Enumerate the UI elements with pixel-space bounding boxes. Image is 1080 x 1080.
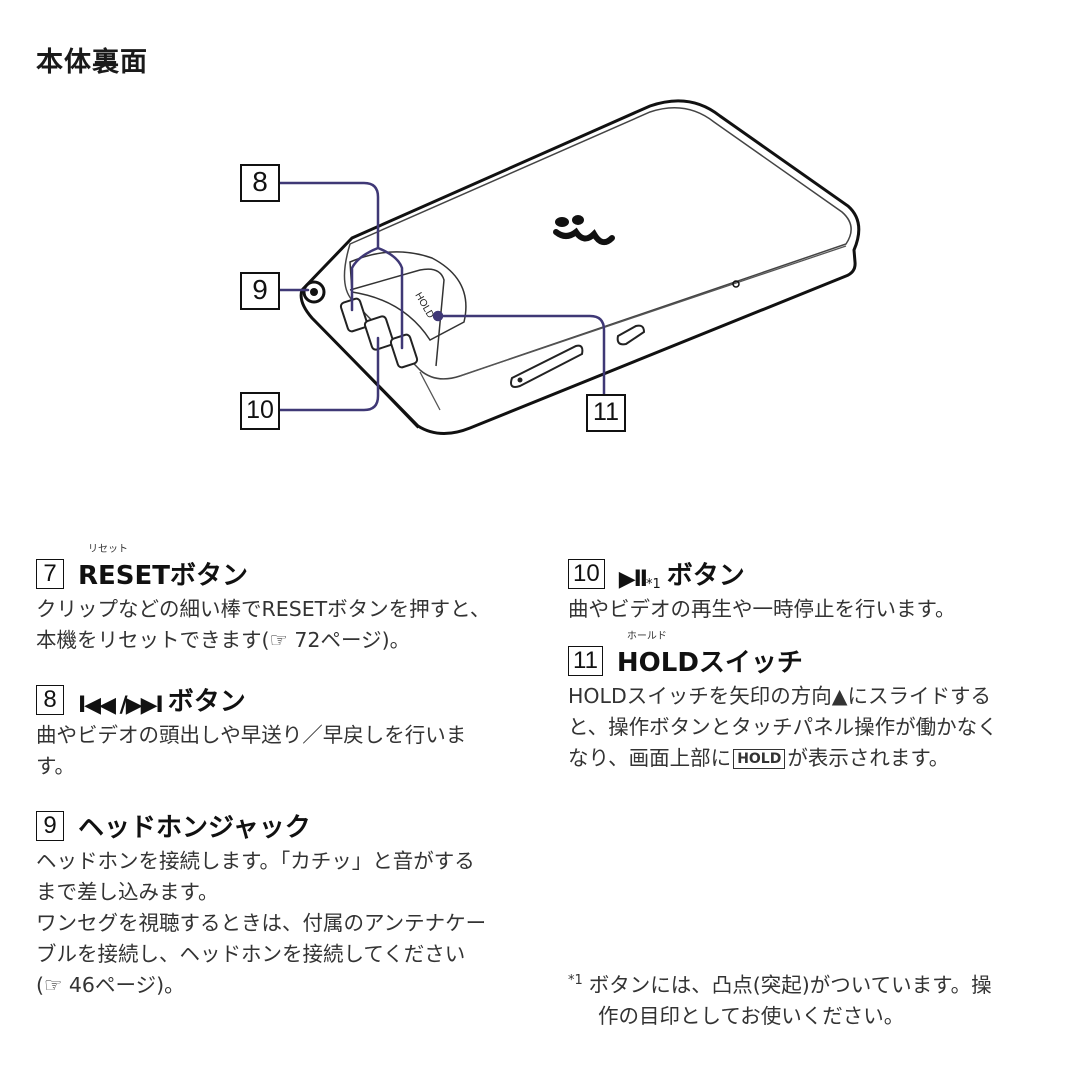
hold-indicator-badge: HOLD [733,749,786,769]
side-switch [616,324,646,346]
play-pause-symbol-icon: ▶II [618,567,648,592]
callout-10: 10 [240,392,280,430]
next-button [389,333,419,369]
ruby-reading: ホールド [626,631,667,642]
item-body: 曲やビデオの頭出しや早送り／早戻しを行いま す。 [36,723,467,778]
device-rear-diagram: HOLD [278,99,861,435]
item-7: 7 リセット RESETボタン クリップなどの細い棒でRESETボタンを押すと、… [36,544,556,656]
item-8: 8 I◀◀ /▶▶I ボタン 曲やビデオの頭出しや早送り／早戻しを行いま す。 [36,674,556,782]
device-back-face [343,107,852,380]
item-number: 9 [36,811,64,841]
item-body: ヘッドホンを接続します。「カチッ」と音がする まで差し込みます。 ワンセグを視聴… [36,849,487,997]
item-number: 10 [568,559,605,589]
leader-11 [436,314,606,404]
item-body: クリップなどの細い棒でRESETボタンを押すと、 本機をリセットできます(☞ 7… [36,597,491,652]
item-number: 7 [36,559,64,589]
item-body: HOLDスイッチを矢印の方向▲にスライドする と、操作ボタンとタッチパネル操作が… [568,684,998,770]
item-number: 8 [36,685,64,715]
play-pause-button [363,315,395,351]
callout-leaders [278,181,606,412]
item-title: ボタン [666,561,745,591]
prev-next-symbol-icon: I◀◀ /▶▶I [78,693,164,718]
callout-11: 11 [586,394,626,432]
prev-button [339,297,369,333]
leader-10 [278,336,380,412]
item-9: 9 ヘッドホンジャック ヘッドホンを接続します。「カチッ」と音がする まで差し込… [36,800,556,1001]
left-column: 7 リセット RESETボタン クリップなどの細い棒でRESETボタンを押すと、… [36,544,556,1001]
ruby-reading: リセット [88,544,128,555]
callout-8: 8 [240,164,280,202]
footnote-ref: *1 [646,577,661,592]
leader-8 [278,181,404,350]
page-title: 本体裏面 [36,47,148,78]
item-title: HOLDスイッチ [616,648,803,678]
item-title: ボタン [167,687,246,717]
strap-hole [732,280,740,288]
item-10: 10 ▶II *1 ボタン 曲やビデオの再生や一時停止を行います。 [568,548,1068,625]
walkman-logo-icon [553,215,615,246]
right-column: 10 ▶II *1 ボタン 曲やビデオの再生や一時停止を行います。 11 ホール… [568,548,1068,774]
item-title: ヘッドホンジャック [78,813,311,843]
item-title: RESETボタン [78,561,249,591]
item-number: 11 [568,646,603,676]
item-11: 11 ホールド HOLDスイッチ HOLDスイッチを矢印の方向▲にスライドする … [568,631,1068,774]
footnote-mark: *1 [568,973,583,988]
item-body: 曲やビデオの再生や一時停止を行います。 [568,597,956,621]
volume-button [510,344,584,388]
callout-9: 9 [240,272,280,310]
